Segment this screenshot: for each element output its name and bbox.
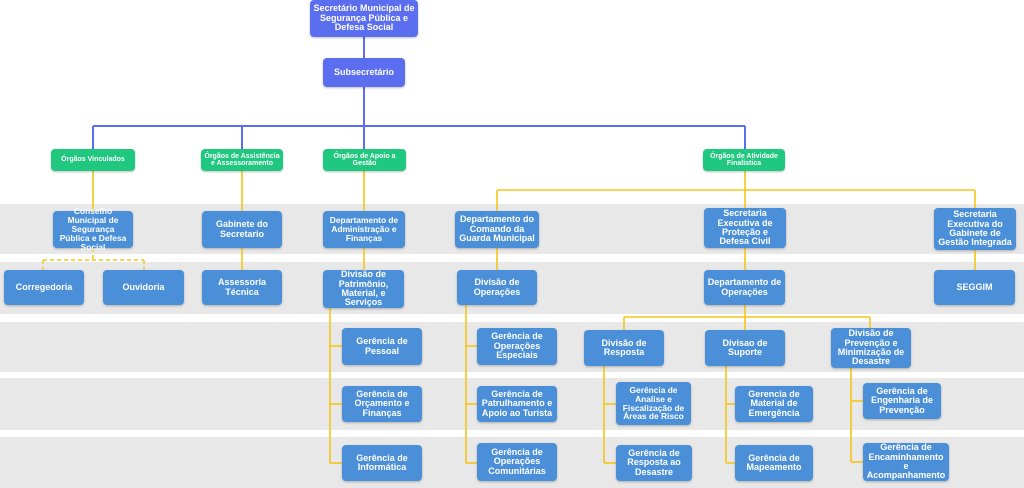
ger-resposta-desastre-label: Gerência de Resposta ao Desastre — [627, 447, 681, 477]
ger-encaminhamento-label: Gerência de Encaminhamento e Acompanhame… — [866, 442, 946, 481]
dept-guarda-box: Departamento do Comando da Guarda Munici… — [455, 211, 539, 248]
ger-comunitarias-label: Gerência de Operações Comunitárias — [488, 446, 546, 476]
ger-pessoal-box: Gerência de Pessoal — [342, 328, 422, 365]
ger-engenharia-label: Gerência de Engenharia de Prevenção — [870, 385, 933, 415]
ger-analise-box: Gerência de Analise e Fiscalização de Ár… — [616, 382, 691, 425]
div-operacoes-guarda-label: Divisão de Operações — [473, 277, 521, 297]
sec-gestao-integrada-label: Secretaria Executiva do Gabinete de Gest… — [938, 209, 1012, 248]
ger-patrulhamento-box: Gerência de Patrulhamento e Apoio ao Tur… — [477, 386, 557, 422]
div-suporte-box: Divisao de Suporte — [705, 330, 785, 366]
gabinete-label: Gabinete do Secretario — [215, 219, 268, 239]
ger-informatica-label: Gerência de Informática — [356, 452, 408, 472]
ger-mapeamento-box: Gerência de Mapeamento — [735, 445, 813, 481]
group-finalistica: Órgãos de Atividade Finalística — [703, 149, 785, 171]
dept-administracao-label: Departamento de Administração e Finanças — [329, 215, 399, 243]
assessoria-label: Assessoria Técnica — [217, 277, 267, 297]
group-apoio: Órgãos de Apoio a Gestão — [323, 149, 406, 171]
secretario-box: Secretário Municipal de Segurança Públic… — [310, 0, 418, 37]
conselho-box: Conselho Municipal de Segurança Pública … — [53, 207, 133, 251]
ouvidoria-label: Ouvidoria — [122, 281, 165, 292]
ger-resposta-desastre-box: Gerência de Resposta ao Desastre — [616, 445, 692, 481]
ger-informatica-box: Gerência de Informática — [342, 445, 422, 481]
ger-comunitarias-box: Gerência de Operações Comunitárias — [477, 443, 557, 481]
div-prevencao-box: Divisão de Prevenção e Minimização de De… — [831, 328, 911, 368]
ger-orcamento-label: Gerência de Orçamento e Finanças — [354, 388, 410, 418]
ger-engenharia-box: Gerência de Engenharia de Prevenção — [863, 383, 941, 419]
ouvidoria-box: Ouvidoria — [103, 270, 184, 305]
sec-gestao-integrada-box: Secretaria Executiva do Gabinete de Gest… — [934, 208, 1016, 250]
group-apoio-label: Órgãos de Apoio a Gestão — [333, 152, 396, 167]
ger-pessoal-label: Gerência de Pessoal — [356, 336, 408, 356]
gabinete-box: Gabinete do Secretario — [202, 211, 282, 248]
ger-material-box: Gerencia de Material de Emergência — [735, 386, 813, 422]
secretario-label: Secretário Municipal de Segurança Públic… — [313, 3, 415, 33]
div-resposta-box: Divisão de Resposta — [584, 330, 664, 366]
group-assistencia-label: Órgãos de Assistência e Assessoramento — [204, 152, 280, 167]
dept-administracao-box: Departamento de Administração e Finanças — [323, 211, 405, 248]
conselho-label: Conselho Municipal de Segurança Pública … — [59, 206, 127, 252]
group-vinculados-label: Órgãos Vinculados — [61, 156, 125, 164]
div-prevencao-label: Divisão de Prevenção e Minimização de De… — [837, 328, 905, 367]
group-finalistica-label: Órgãos de Atividade Finalística — [710, 152, 778, 167]
div-resposta-label: Divisão de Resposta — [601, 337, 647, 357]
ger-orcamento-box: Gerência de Orçamento e Finanças — [342, 386, 422, 422]
ger-analise-label: Gerência de Analise e Fiscalização de Ár… — [622, 384, 685, 422]
group-vinculados: Órgãos Vinculados — [51, 149, 135, 171]
group-assistencia: Órgãos de Assistência e Assessoramento — [201, 149, 283, 171]
corregedoria-label: Corregedoria — [15, 281, 73, 292]
dept-operacoes-box: Departamento de Operações — [704, 270, 785, 305]
sec-defesa-civil-label: Secretaria Executiva de Proteção e Defes… — [717, 208, 773, 247]
subsecretario-label: Subsecretário — [333, 66, 395, 77]
sec-defesa-civil-box: Secretaria Executiva de Proteção e Defes… — [704, 208, 786, 248]
div-patrimonio-box: Divisão de Patrimônio, Material, e Servi… — [323, 269, 404, 308]
ger-encaminhamento-box: Gerência de Encaminhamento e Acompanhame… — [863, 442, 949, 481]
ger-especiais-label: Gerência de Operações Especiais — [491, 331, 543, 361]
div-operacoes-guarda-box: Divisão de Operações — [457, 270, 537, 305]
seggim-box: SEGGIM — [934, 270, 1015, 305]
ger-patrulhamento-label: Gerência de Patrulhamento e Apoio ao Tur… — [481, 388, 553, 418]
corregedoria-box: Corregedoria — [4, 270, 84, 305]
assessoria-box: Assessoria Técnica — [202, 270, 282, 305]
div-suporte-label: Divisao de Suporte — [722, 337, 768, 357]
seggim-label: SEGGIM — [956, 281, 993, 292]
subsecretario-box: Subsecretário — [323, 58, 405, 87]
ger-especiais-box: Gerência de Operações Especiais — [477, 328, 557, 365]
dept-guarda-label: Departamento do Comando da Guarda Munici… — [459, 214, 535, 244]
dept-operacoes-label: Departamento de Operações — [707, 277, 782, 297]
div-patrimonio-label: Divisão de Patrimônio, Material, e Servi… — [338, 269, 389, 308]
ger-mapeamento-label: Gerência de Mapeamento — [746, 452, 802, 472]
ger-material-label: Gerencia de Material de Emergência — [748, 388, 800, 418]
